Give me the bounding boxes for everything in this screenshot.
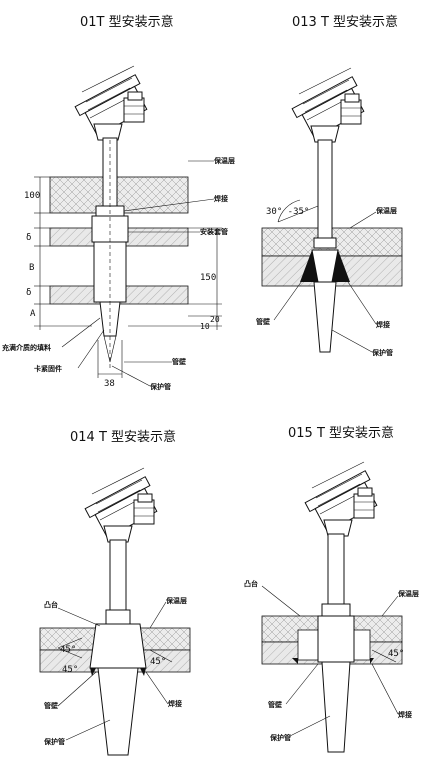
terminal-head — [84, 467, 158, 543]
label-weld: 焊接 — [168, 699, 182, 708]
dim-20: 20 — [210, 315, 220, 324]
stem — [327, 533, 345, 611]
boss — [317, 615, 355, 663]
panel-01t-title: 01T 型安装示意 — [80, 14, 174, 30]
panel-014t-title: 014 T 型安装示意 — [70, 429, 176, 445]
label-protect-tube: 保护管 — [149, 382, 171, 391]
dim-delta-1: δ — [26, 233, 31, 243]
label-insulation: 保温层 — [375, 206, 397, 215]
panel-013t-title: 013 T 型安装示意 — [292, 14, 398, 30]
label-boss: 凸台 — [244, 579, 258, 588]
label-weld: 焊接 — [398, 710, 412, 719]
protect-tube — [313, 281, 337, 353]
label-packing: 充满介质的填料 — [2, 343, 51, 352]
label-protect-tube: 保护管 — [43, 737, 65, 746]
label-pipe-wall: 管壁 — [44, 701, 58, 710]
label-clamp: 卡紧固件 — [34, 364, 62, 373]
dim-150: 150 — [200, 273, 216, 283]
stem — [109, 539, 127, 617]
label-angle: 30° -35° — [266, 207, 309, 217]
label-boss: 凸台 — [44, 600, 58, 609]
label-insulation: 保温层 — [165, 596, 187, 605]
label-weld: 焊接 — [214, 194, 228, 203]
dim-a: A — [30, 309, 36, 319]
panel-013t: 013 T 型安装示意 30° -35° 保温层 管壁 焊接 保护管 — [256, 14, 403, 357]
panel-01t: 01T 型安装示意 100 δ B δ A — [2, 14, 235, 391]
dim-10: 10 — [200, 322, 210, 331]
dim-delta-2: δ — [26, 288, 31, 298]
protect-tube — [321, 661, 351, 753]
label-pipe-wall: 管壁 — [268, 700, 282, 709]
label-protect-tube: 保护管 — [269, 733, 291, 742]
label-weld: 焊接 — [376, 320, 390, 329]
label-mount-pipe: 安装套管 — [200, 227, 228, 236]
label-angle-3: 45° — [150, 657, 166, 667]
sleeve — [93, 241, 127, 303]
protect-tube — [97, 667, 139, 756]
label-angle-1: 45° — [60, 645, 76, 655]
terminal-head — [291, 67, 365, 143]
dim-100: 100 — [24, 191, 40, 201]
panel-015t: 015 T 型安装示意 凸台 保温层 45° 管壁 焊接 保护管 — [244, 425, 419, 753]
terminal-head — [304, 461, 378, 537]
panel-014t: 014 T 型安装示意 45° 45° 45° 凸台 保温层 管壁 焊接 保护管 — [39, 429, 191, 756]
dim-b: B — [29, 263, 34, 273]
nut — [105, 609, 131, 625]
label-angle-2: 45° — [62, 665, 78, 675]
label-protect-tube: 保护管 — [371, 348, 393, 357]
label-pipe-wall: 管壁 — [256, 317, 270, 326]
label-insulation: 保温层 — [213, 156, 235, 165]
nut — [313, 237, 337, 249]
boss — [89, 623, 147, 669]
panel-015t-title: 015 T 型安装示意 — [288, 425, 394, 441]
label-angle: 45° — [388, 649, 404, 659]
label-pipe-wall: 管壁 — [172, 357, 186, 366]
label-insulation: 保温层 — [397, 589, 419, 598]
stem — [317, 139, 333, 239]
terminal-head — [74, 65, 148, 141]
nut — [321, 603, 351, 617]
dim-38: 38 — [104, 379, 115, 389]
